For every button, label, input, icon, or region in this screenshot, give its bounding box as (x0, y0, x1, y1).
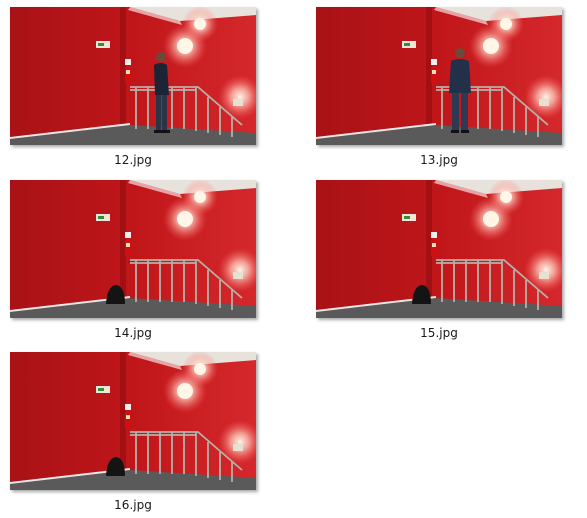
stair-railing (130, 259, 243, 310)
backpack (106, 285, 125, 304)
image-preview[interactable] (10, 7, 256, 145)
backpack (106, 457, 125, 476)
file-name-label[interactable]: 16.jpg (114, 498, 152, 512)
file-thumbnail-12[interactable]: 12.jpg (10, 7, 260, 167)
file-thumbnail-16[interactable]: 16.jpg (10, 352, 260, 512)
file-name-label[interactable]: 13.jpg (420, 153, 458, 167)
person-figure (449, 48, 471, 133)
backpack (412, 285, 431, 304)
file-name-label[interactable]: 14.jpg (114, 326, 152, 340)
file-thumbnail-14[interactable]: 14.jpg (10, 180, 260, 340)
file-name-label[interactable]: 12.jpg (114, 153, 152, 167)
file-thumbnail-15[interactable]: 15.jpg (316, 180, 566, 340)
stair-railing (436, 259, 549, 310)
image-preview[interactable] (10, 180, 256, 318)
image-preview[interactable] (316, 7, 562, 145)
stair-railing (130, 86, 243, 137)
image-preview[interactable] (10, 352, 256, 490)
stair-railing (130, 431, 243, 482)
image-preview[interactable] (316, 180, 562, 318)
file-thumbnail-13[interactable]: 13.jpg (316, 7, 566, 167)
person-figure (154, 52, 170, 133)
file-name-label[interactable]: 15.jpg (420, 326, 458, 340)
